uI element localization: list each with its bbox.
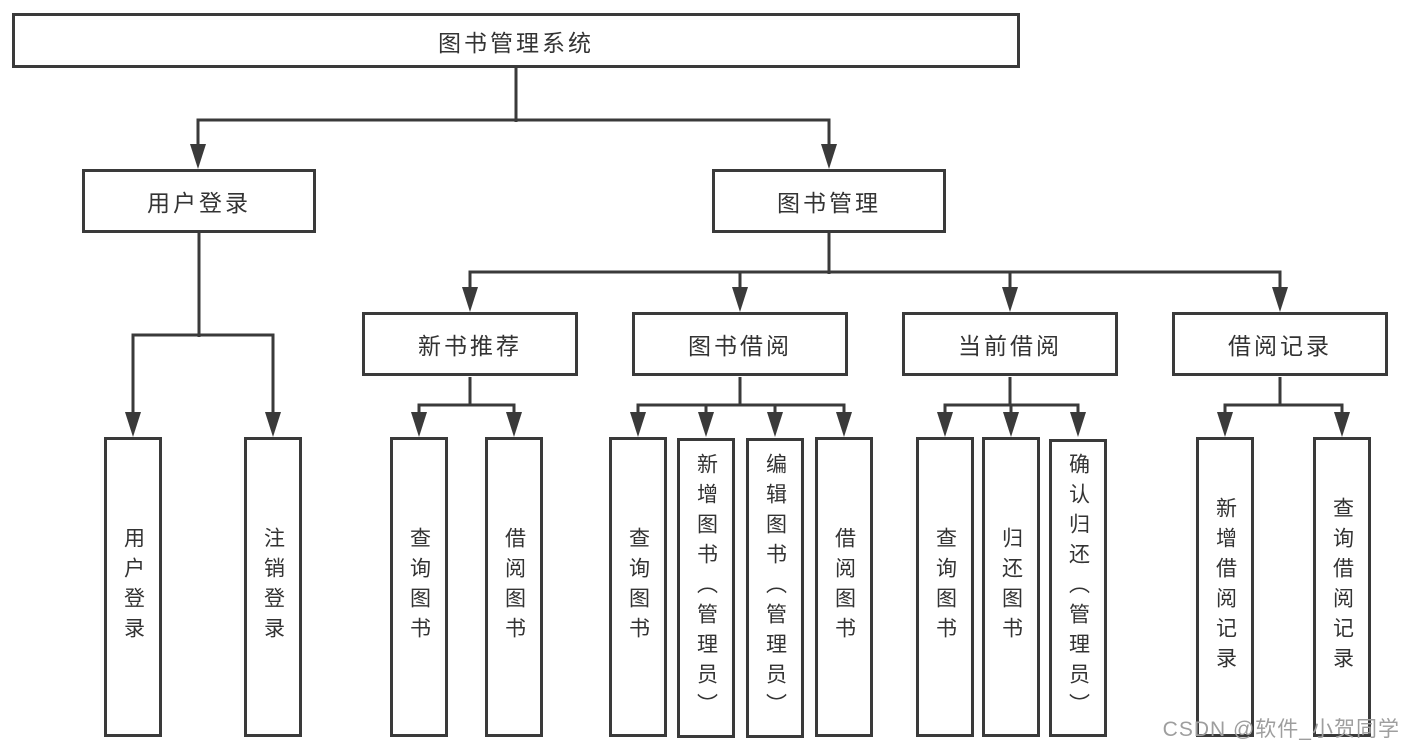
arrow-down-icon	[1217, 412, 1233, 437]
arrow-down-icon	[265, 412, 281, 437]
leaf-query-book-3-label: 查询图书	[933, 527, 957, 647]
arrow-down-icon	[698, 412, 714, 437]
arrow-down-icon	[732, 287, 748, 312]
node-book-management: 图书管理	[712, 169, 946, 233]
node-book-borrow: 图书借阅	[632, 312, 848, 376]
leaf-return-book-label: 归还图书	[999, 527, 1023, 647]
node-new-book: 新书推荐	[362, 312, 578, 376]
node-new-book-label: 新书推荐	[418, 333, 522, 359]
node-root: 图书管理系统	[12, 13, 1020, 68]
leaf-borrow-book-2: 借阅图书	[815, 437, 873, 737]
leaf-edit-book-admin: 编辑图书（管理员）	[746, 438, 804, 738]
leaf-add-book-admin: 新增图书（管理员）	[677, 438, 735, 738]
leaf-query-book-1: 查询图书	[390, 437, 448, 737]
node-current-borrow: 当前借阅	[902, 312, 1118, 376]
leaf-query-book-2: 查询图书	[609, 437, 667, 737]
leaf-query-borrow-record: 查询借阅记录	[1313, 437, 1371, 737]
leaf-return-book: 归还图书	[982, 437, 1040, 737]
csdn-watermark: CSDN @软件_小贺同学	[1162, 718, 1400, 741]
arrow-down-icon	[1334, 412, 1350, 437]
leaf-user-login: 用户登录	[104, 437, 162, 737]
connector-book-management	[462, 233, 1288, 312]
leaf-add-borrow-record-label: 新增借阅记录	[1213, 497, 1237, 677]
node-borrow-record: 借阅记录	[1172, 312, 1388, 376]
connector-user-login	[125, 233, 281, 437]
leaf-user-login-label: 用户登录	[121, 527, 145, 647]
arrow-down-icon	[411, 412, 427, 437]
node-user-login-label: 用户登录	[147, 190, 251, 216]
leaf-logout-label: 注销登录	[261, 527, 285, 647]
node-root-label: 图书管理系统	[438, 29, 594, 56]
arrow-down-icon	[1070, 412, 1086, 437]
arrow-down-icon	[462, 287, 478, 312]
leaf-borrow-book-2-label: 借阅图书	[832, 527, 856, 647]
leaf-edit-book-admin-label: 编辑图书（管理员）	[763, 453, 787, 723]
leaf-add-borrow-record: 新增借阅记录	[1196, 437, 1254, 737]
connector-current-borrow	[937, 377, 1086, 437]
leaf-borrow-book-1: 借阅图书	[485, 437, 543, 737]
leaf-logout: 注销登录	[244, 437, 302, 737]
arrow-down-icon	[506, 412, 522, 437]
node-user-login: 用户登录	[82, 169, 316, 233]
leaf-query-book-1-label: 查询图书	[407, 527, 431, 647]
arrow-down-icon	[190, 144, 206, 169]
leaf-query-borrow-record-label: 查询借阅记录	[1330, 497, 1354, 677]
node-book-borrow-label: 图书借阅	[688, 333, 792, 359]
leaf-confirm-return-admin-label: 确认归还（管理员）	[1066, 453, 1090, 723]
arrow-down-icon	[630, 412, 646, 437]
leaf-confirm-return-admin: 确认归还（管理员）	[1049, 439, 1107, 737]
arrow-down-icon	[836, 412, 852, 437]
arrow-down-icon	[1003, 412, 1019, 437]
connector-root	[190, 68, 837, 169]
leaf-query-book-2-label: 查询图书	[626, 527, 650, 647]
arrow-down-icon	[821, 144, 837, 169]
connector-book-borrow	[630, 377, 852, 437]
leaf-query-book-3: 查询图书	[916, 437, 974, 737]
connector-new-book	[411, 377, 522, 437]
leaf-add-book-admin-label: 新增图书（管理员）	[694, 453, 718, 723]
arrow-down-icon	[1002, 287, 1018, 312]
connector-borrow-record	[1217, 377, 1350, 437]
arrow-down-icon	[125, 412, 141, 437]
arrow-down-icon	[767, 412, 783, 437]
leaf-borrow-book-1-label: 借阅图书	[502, 527, 526, 647]
node-borrow-record-label: 借阅记录	[1228, 333, 1332, 359]
node-book-management-label: 图书管理	[777, 190, 881, 216]
arrow-down-icon	[1272, 287, 1288, 312]
arrow-down-icon	[937, 412, 953, 437]
node-current-borrow-label: 当前借阅	[958, 333, 1062, 359]
